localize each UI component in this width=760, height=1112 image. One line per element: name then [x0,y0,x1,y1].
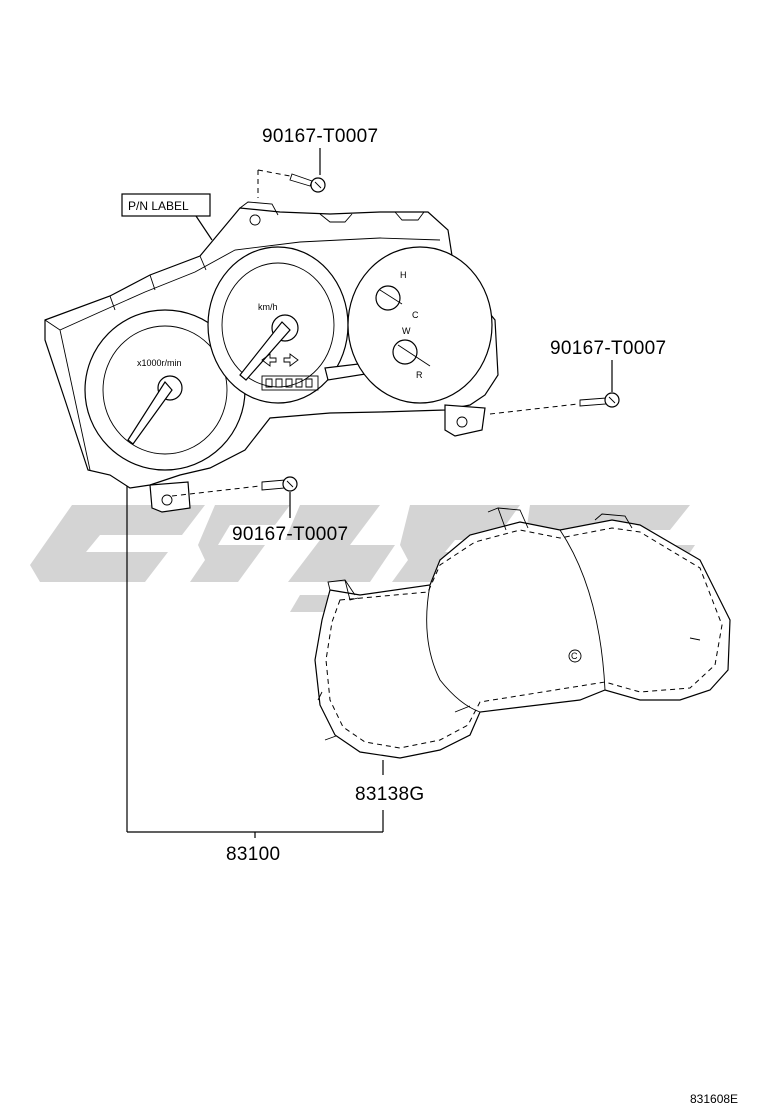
bolt-bottom [171,476,298,518]
temp-fuel-gauges: H C W R [347,246,493,404]
meter-cover: C [314,507,731,759]
fuel-empty-label: R [416,370,423,380]
pn-label: P/N LABEL [128,199,189,213]
cover-part-label: 83138G [355,784,424,805]
tachometer-unit: x1000r/min [137,358,182,368]
cover-mark: C [571,651,578,661]
diagram-code: 831608E [690,1092,738,1106]
temp-high-label: H [400,270,407,280]
bolt-right-label: 90167-T0007 [550,338,666,359]
tachometer: x1000r/min [84,309,246,471]
combination-meter: x1000r/min km/h H C W R [44,201,499,513]
left-mounting-tab [149,481,191,513]
pn-label-callout: P/N LABEL [121,193,213,241]
right-mounting-tab [444,404,486,437]
bolt-right [489,360,620,415]
assembly-bracket [126,485,384,838]
bolt-top-label: 90167-T0007 [262,126,378,147]
speedometer-unit: km/h [258,302,278,312]
assembly-part-label: 83100 [226,844,280,865]
fuel-full-label: W [402,326,411,336]
temp-cold-label: C [412,310,419,320]
bolt-top [257,148,326,198]
bolt-bottom-label: 90167-T0007 [232,524,348,545]
